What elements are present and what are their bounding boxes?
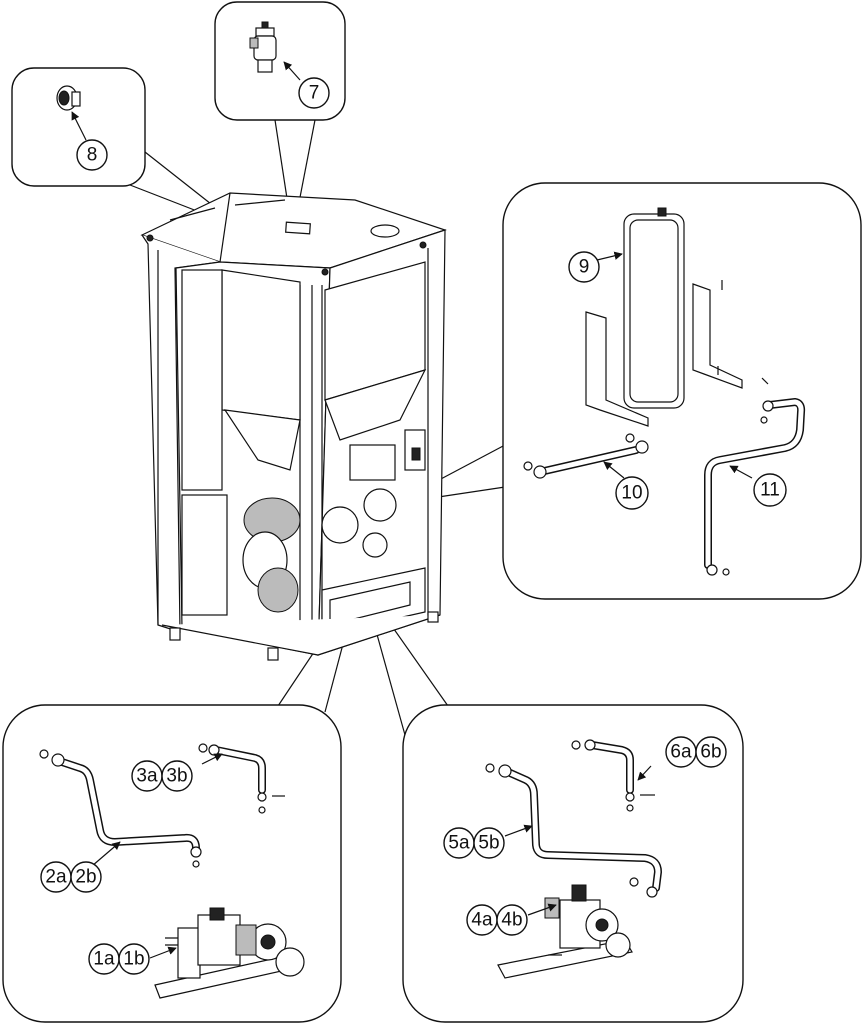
callout-3b: 3b xyxy=(161,760,193,792)
detail-panel-4-5-6: 6a 6b 5a 5b 4a 4b xyxy=(402,704,744,1023)
callout-5b: 5b xyxy=(473,827,505,859)
bracket-left-part xyxy=(585,311,649,427)
svg-text:1a: 1a xyxy=(93,949,115,970)
svg-text:7: 7 xyxy=(309,83,320,104)
connecting-pipe-11-part xyxy=(704,398,806,576)
svg-text:3b: 3b xyxy=(166,766,187,787)
svg-text:1b: 1b xyxy=(123,949,144,970)
callout-9: 9 xyxy=(568,251,600,283)
callout-6a: 6a xyxy=(665,736,697,768)
pipe-6-part xyxy=(571,739,655,812)
callout-8: 8 xyxy=(76,139,108,171)
svg-text:2b: 2b xyxy=(75,867,96,888)
callout-4a: 4a xyxy=(466,904,498,936)
callout-6b: 6b xyxy=(695,736,727,768)
svg-text:9: 9 xyxy=(579,257,590,278)
callout-7: 7 xyxy=(298,77,330,109)
callout-1a: 1a xyxy=(88,943,120,975)
svg-text:2a: 2a xyxy=(45,867,67,888)
bracket-right-part xyxy=(692,283,743,389)
boiler-cabinet xyxy=(140,192,447,661)
air-vent-cap-part xyxy=(56,85,81,111)
svg-text:11: 11 xyxy=(760,480,780,501)
automatic-air-vent-part xyxy=(249,21,277,73)
detail-panel-7: 7 xyxy=(214,1,346,121)
callout-10: 10 xyxy=(615,476,649,510)
detail-panel-9-10-11: 9 10 11 xyxy=(502,182,862,600)
svg-text:3a: 3a xyxy=(136,766,158,787)
detail-panel-1-2-3: 3a 3b 2a 2b 1a 1b xyxy=(2,704,342,1023)
svg-text:10: 10 xyxy=(621,483,642,504)
svg-text:8: 8 xyxy=(87,145,98,166)
detail-panel-8: 8 xyxy=(11,67,146,187)
connecting-pipe-10-part xyxy=(523,433,649,479)
callout-2a: 2a xyxy=(40,861,72,893)
callout-2b: 2b xyxy=(70,861,102,893)
callout-4b: 4b xyxy=(496,904,528,936)
callout-1b: 1b xyxy=(118,943,150,975)
pump-unit-4-part xyxy=(497,884,633,979)
expansion-vessel-part xyxy=(623,207,685,409)
svg-text:4b: 4b xyxy=(501,910,522,931)
callout-5a: 5a xyxy=(443,827,475,859)
pipe-3-part xyxy=(198,743,285,814)
callout-3a: 3a xyxy=(131,760,163,792)
svg-text:6a: 6a xyxy=(670,742,692,763)
svg-text:4a: 4a xyxy=(471,910,493,931)
callout-11: 11 xyxy=(753,473,787,507)
svg-text:6b: 6b xyxy=(700,742,721,763)
pump-unit-1-part xyxy=(154,907,305,999)
pipe-2-part xyxy=(39,749,202,868)
svg-text:5a: 5a xyxy=(448,833,470,854)
pipe-5-part xyxy=(485,763,662,898)
svg-text:5b: 5b xyxy=(478,833,499,854)
